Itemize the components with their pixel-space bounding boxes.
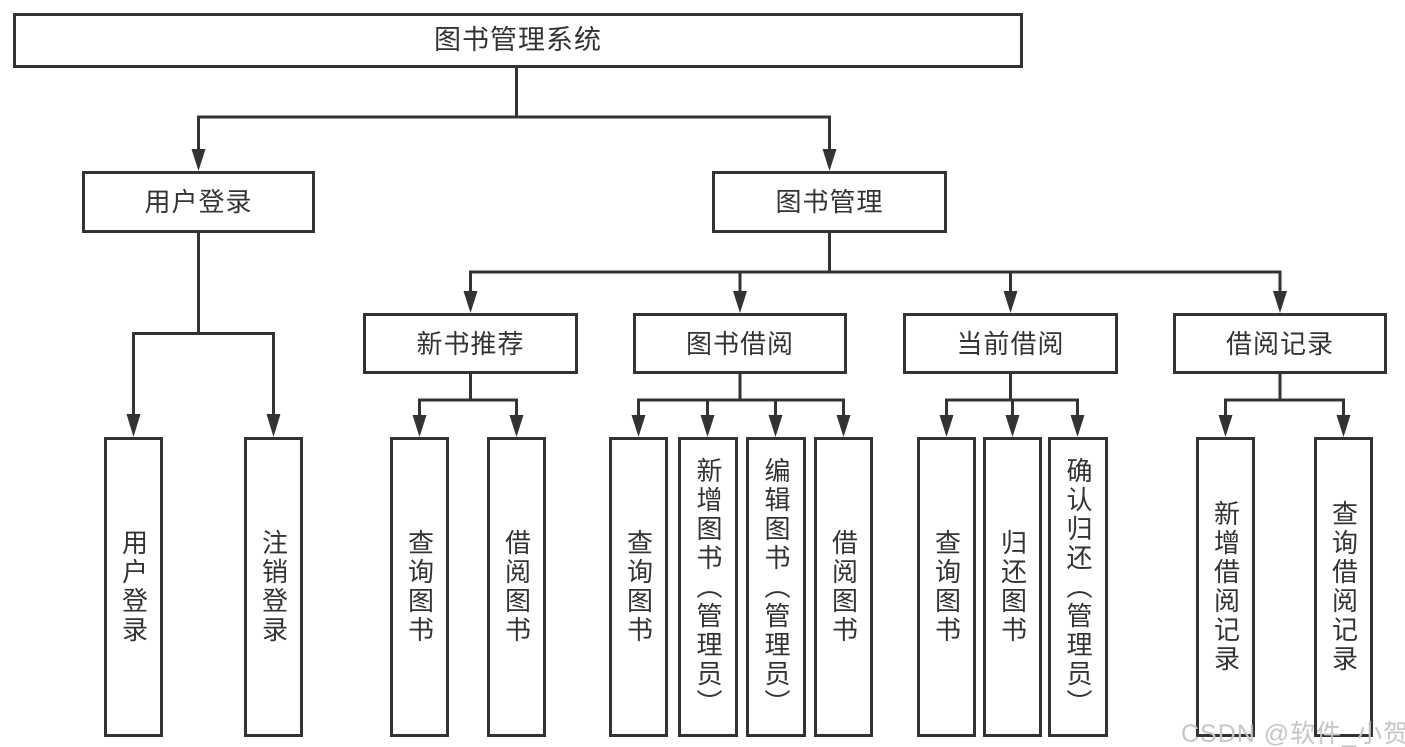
node-label: 图书管理系统 — [434, 25, 602, 55]
node-user-login: 用户登录 — [82, 171, 315, 233]
node-label: 编辑图书（管理员） — [761, 456, 791, 718]
leaf-logout: 注销登录 — [244, 437, 303, 737]
node-label: 借阅图书 — [501, 529, 532, 645]
node-label: 查询图书 — [623, 529, 654, 645]
leaf-confirm-return-admin: 确认归还（管理员） — [1048, 437, 1108, 737]
node-label: 借阅记录 — [1225, 328, 1334, 359]
node-label: 注销登录 — [258, 529, 289, 645]
leaf-user-login: 用户登录 — [104, 437, 163, 737]
leaf-add-borrow-record: 新增借阅记录 — [1196, 437, 1255, 737]
leaf-add-book-admin: 新增图书（管理员） — [678, 437, 738, 737]
node-new-book-recommend: 新书推荐 — [363, 313, 578, 374]
leaf-query-books-borrow: 查询图书 — [609, 437, 668, 737]
node-label: 图书借阅 — [685, 328, 794, 359]
connector-root-to-level2 — [191, 68, 837, 171]
leaf-edit-book-admin: 编辑图书（管理员） — [746, 437, 806, 737]
node-book-management: 图书管理 — [712, 171, 947, 233]
node-label: 图书管理 — [775, 187, 884, 217]
connector-new-book-recommend-to-leaves — [412, 374, 524, 437]
leaf-return-books: 归还图书 — [983, 437, 1042, 737]
node-label: 新书推荐 — [416, 328, 525, 359]
node-label: 用户登录 — [144, 187, 253, 217]
connector-book-borrow-to-leaves — [631, 374, 851, 437]
node-label: 查询图书 — [404, 529, 435, 645]
watermark: CSDN @软件_小贺同学 — [1181, 720, 1405, 747]
node-label: 新增图书（管理员） — [693, 456, 723, 718]
leaf-query-books-recommend: 查询图书 — [390, 437, 449, 737]
node-borrow-records: 借阅记录 — [1173, 313, 1387, 374]
node-label: 查询借阅记录 — [1328, 500, 1359, 674]
node-label: 借阅图书 — [828, 529, 859, 645]
node-label: 新增借阅记录 — [1210, 500, 1241, 674]
leaf-borrow-books-recommend: 借阅图书 — [487, 437, 546, 737]
leaf-query-books-current: 查询图书 — [917, 437, 976, 737]
leaf-borrow-books: 借阅图书 — [814, 437, 873, 737]
node-label: 确认归还（管理员） — [1063, 456, 1093, 718]
connector-book-management-to-level3 — [463, 233, 1287, 313]
leaf-query-borrow-record: 查询借阅记录 — [1314, 437, 1373, 737]
node-label: 查询图书 — [931, 529, 962, 645]
node-current-borrow: 当前借阅 — [903, 313, 1118, 374]
node-book-borrow: 图书借阅 — [633, 313, 847, 374]
connector-current-borrow-to-leaves — [939, 374, 1085, 437]
node-label: 归还图书 — [997, 529, 1028, 645]
connector-borrow-records-to-leaves — [1218, 374, 1351, 437]
node-label: 用户登录 — [118, 529, 149, 645]
connector-user-login-to-leaves — [126, 233, 281, 437]
node-label: 当前借阅 — [956, 328, 1065, 359]
node-library-management-system: 图书管理系统 — [13, 13, 1023, 68]
